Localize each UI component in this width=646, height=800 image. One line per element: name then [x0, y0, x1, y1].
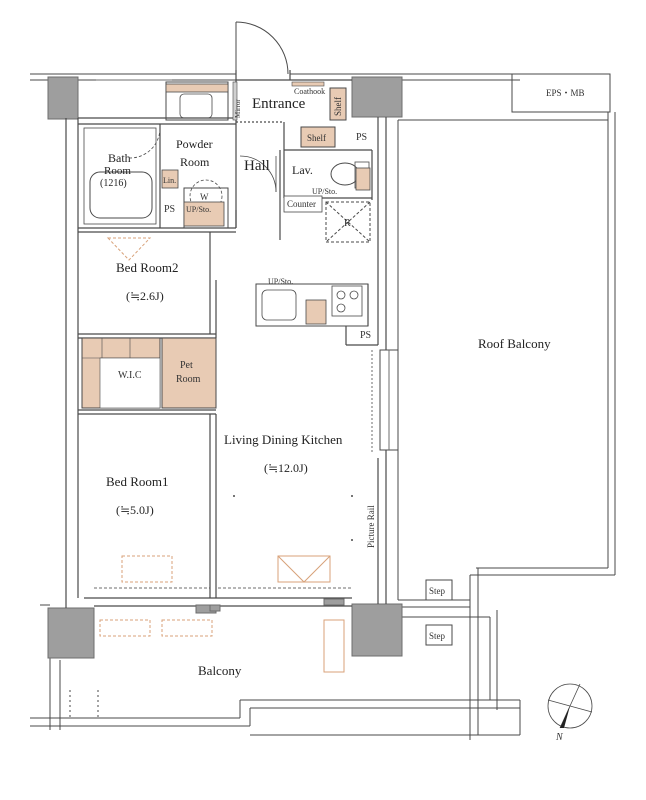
- step-box-upper: [425, 579, 453, 601]
- coathook-label: Coathook: [294, 87, 325, 96]
- kitchen-area: [255, 283, 378, 346]
- lav-storage: [355, 167, 371, 191]
- lav-label: Lav.: [292, 163, 313, 177]
- powder-room-label-1: Powder: [176, 137, 213, 151]
- ldk-size: (≒12.0J): [264, 461, 308, 475]
- bedroom1-area: [209, 414, 217, 598]
- step-box-lower: [425, 624, 453, 646]
- counter-label: Counter: [287, 199, 316, 209]
- powder-bath-area: [78, 81, 236, 233]
- entrance-label: Entrance: [252, 96, 306, 112]
- up-sto-powder-label: UP/Sto.: [186, 205, 211, 214]
- north-compass: [547, 683, 593, 729]
- ps-powder-label: PS: [164, 204, 175, 215]
- bath-size-label: (1216): [100, 178, 127, 189]
- bedroom2-ac-marker: [106, 237, 152, 261]
- wic-label: W.I.C: [118, 370, 142, 381]
- coathook-bar: [291, 81, 325, 87]
- balcony-label: Balcony: [198, 663, 242, 678]
- storage-area: [78, 337, 217, 415]
- bath-room-label-2: Room: [104, 165, 131, 177]
- mirror-strip: [232, 81, 238, 121]
- ldk-ac-marker: [277, 555, 331, 583]
- ldk-label: Living Dining Kitchen: [224, 432, 343, 447]
- bed-room1-size: (≒5.0J): [116, 503, 154, 517]
- up-sto-lav-label: UP/Sto.: [312, 187, 337, 196]
- ps-entrance-label: PS: [356, 132, 367, 143]
- bath-room-label-1: Bath: [108, 151, 131, 165]
- pet-room-label-2: Room: [176, 374, 201, 385]
- shelf-vertical-label: Shelf: [333, 97, 343, 116]
- eps-mb-label: EPS・MB: [546, 88, 585, 98]
- north-label: N: [555, 732, 564, 743]
- step-upper-label: Step: [429, 586, 446, 596]
- bedroom1-ac-marker: [121, 555, 173, 583]
- window-lines: [94, 79, 399, 614]
- hall-label: Hall: [244, 158, 270, 174]
- ps-kitchen-label: PS: [360, 330, 371, 341]
- pet-room-label-1: Pet: [180, 360, 193, 371]
- structural-columns: [47, 76, 403, 659]
- lin-label: Lin.: [163, 176, 176, 185]
- shelf-vertical: [329, 87, 347, 121]
- refrigerator-space: [325, 201, 371, 243]
- w-label: W: [200, 192, 209, 202]
- bed-room2-label: Bed Room2: [116, 260, 178, 275]
- refrigerator-label: R: [344, 218, 351, 229]
- powder-counter: [183, 201, 225, 227]
- roof-balcony-label: Roof Balcony: [478, 336, 551, 351]
- ldk-dots: [233, 495, 353, 541]
- bed-room2-size: (≒2.6J): [126, 289, 164, 303]
- step-lower-label: Step: [429, 631, 446, 641]
- kitchen-storage: [305, 299, 327, 325]
- mirror-label: Mirror: [234, 99, 242, 118]
- powder-room-label-2: Room: [180, 155, 210, 169]
- shelf-box: [300, 126, 336, 148]
- bedroom2-area: [78, 232, 217, 339]
- ldk-ac-mark-lines: [277, 555, 331, 583]
- balcony-dotted-rail: [69, 690, 99, 720]
- picture-rail-label: Picture Rail: [366, 505, 376, 548]
- shelf-label: Shelf: [307, 133, 326, 143]
- bed-room1-label: Bed Room1: [106, 474, 168, 489]
- balcony-items: [99, 619, 345, 673]
- up-sto-kitchen-label: UP/Sto.: [268, 277, 293, 286]
